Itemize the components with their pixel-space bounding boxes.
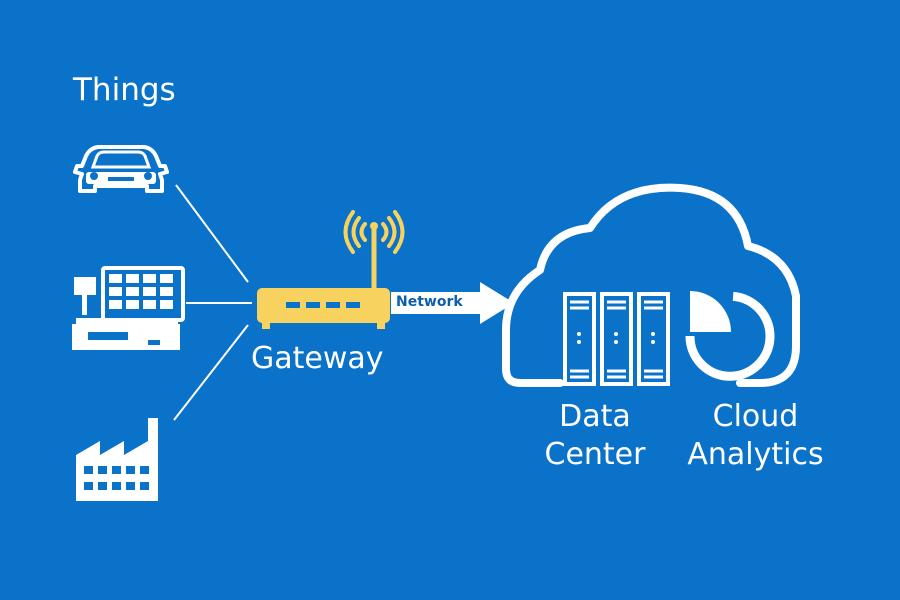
point-of-sale-terminal-icon — [72, 266, 185, 350]
connector-car-gateway — [175, 184, 249, 283]
cloud-analytics-label-line2: Analytics — [687, 437, 824, 472]
connector-factory-gateway — [173, 324, 249, 421]
cloud-analytics-label: Cloud Analytics — [668, 398, 843, 474]
factory-icon — [76, 418, 158, 501]
cloud-icon — [502, 183, 800, 387]
server-rack-icon — [563, 292, 670, 386]
data-center-label-line2: Center — [544, 437, 646, 472]
network-label: Network — [396, 294, 463, 310]
gateway-label: Gateway — [251, 341, 384, 376]
cloud-analytics-label-line1: Cloud — [712, 399, 799, 434]
network-arrow — [391, 282, 514, 324]
things-label: Things — [73, 72, 176, 108]
router-icon — [257, 288, 390, 329]
data-center-label-line1: Data — [559, 399, 631, 434]
pie-chart-icon — [685, 291, 775, 381]
car-icon — [73, 145, 169, 193]
data-center-label: Data Center — [520, 398, 670, 474]
wifi-signal-icon — [343, 210, 405, 293]
